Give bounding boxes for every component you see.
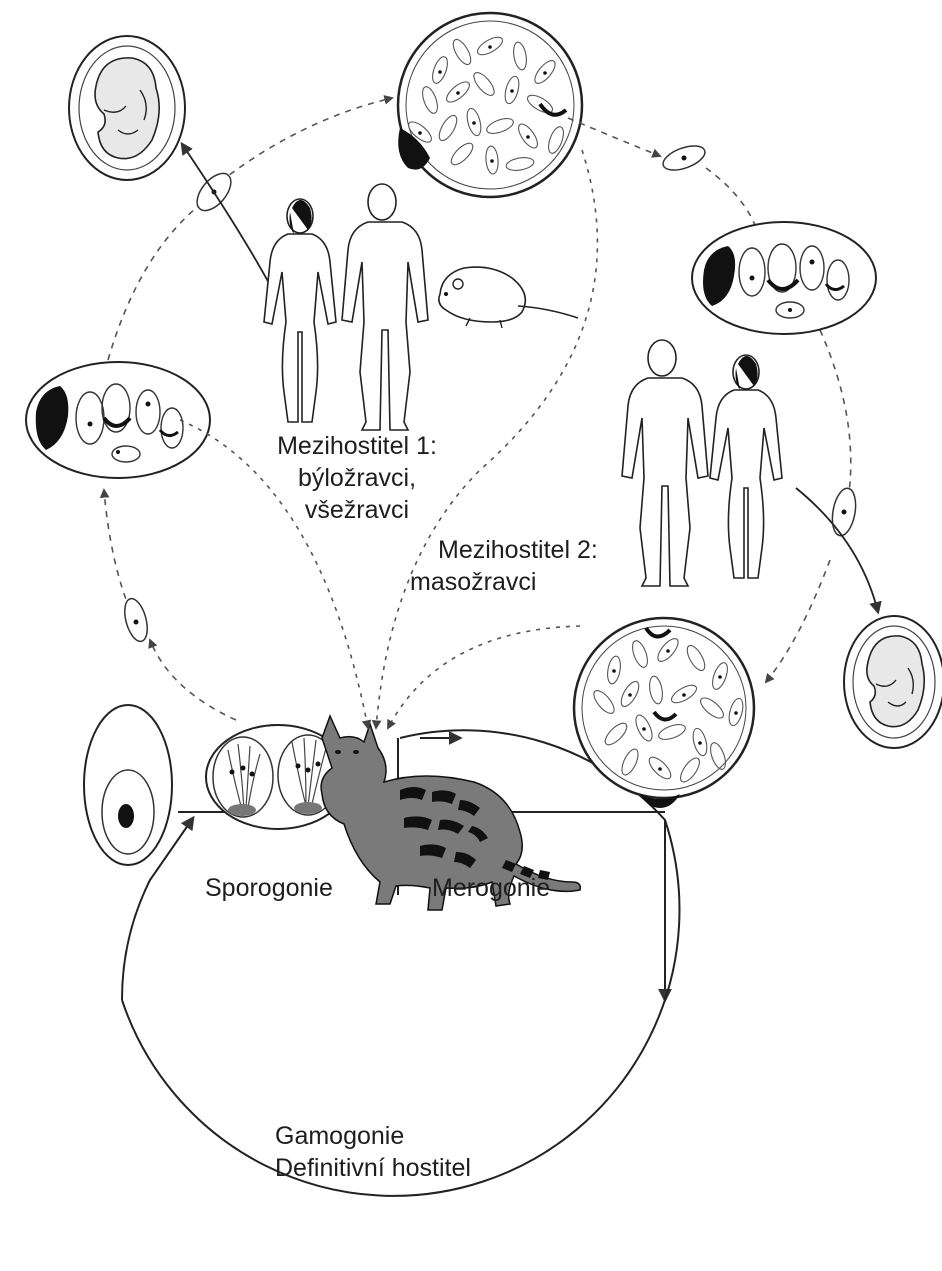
dashed-arrows-right: [568, 118, 851, 682]
gamogony-label: Gamogonie Definitivní hostitel: [275, 1120, 471, 1184]
intermediate-host-1-title: Mezihostitel 1:: [252, 430, 462, 462]
intermediate-host-2-label: Mezihostitel 2: masožravci: [410, 534, 598, 598]
tachyzoite-right-upper: [660, 141, 708, 175]
woman-figure: [710, 355, 782, 578]
tissue-cyst-icon: [692, 222, 876, 334]
intermediate-host-1-label: Mezihostitel 1: býložravci, všežravci: [252, 430, 462, 526]
man-figure: [622, 340, 708, 586]
intermediate-host-1-line3: všežravci: [252, 494, 462, 526]
intermediate-host-2-title: Mezihostitel 2:: [410, 534, 598, 566]
intermediate-host-2-line2: masožravci: [410, 566, 598, 598]
tachyzoite-left-lower: [121, 596, 152, 644]
definitive-host-title: Definitivní hostitel: [275, 1152, 471, 1184]
merogony-label: Merogonie: [432, 872, 550, 904]
tissue-cyst-icon: [26, 362, 210, 478]
fetus-icon: [844, 616, 942, 748]
tissue-cyst-icon: [398, 13, 582, 197]
tachyzoite-right-lower: [829, 486, 859, 537]
sporogony-label: Sporogonie: [205, 872, 333, 904]
mouse-icon: [439, 267, 578, 328]
gamogony-title: Gamogonie: [275, 1120, 471, 1152]
intermediate-host-1-line2: býložravci,: [252, 462, 462, 494]
unsporulated-oocyst-icon: [84, 705, 172, 865]
fetus-icon: [69, 36, 185, 180]
arrow-to-fetus-left: [182, 144, 270, 285]
man-figure: [342, 184, 428, 430]
woman-figure: [264, 199, 336, 422]
tissue-cyst-icon: [574, 618, 754, 808]
